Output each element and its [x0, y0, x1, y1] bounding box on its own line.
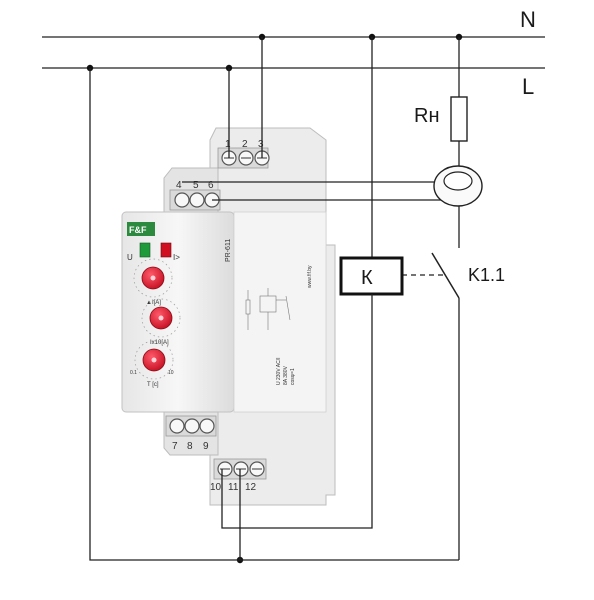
terminal-9: 9	[203, 441, 209, 452]
terminal-8: 8	[187, 441, 193, 452]
terminal-4: 4	[176, 180, 182, 191]
wire-l-return	[89, 68, 459, 561]
knob-scale-max: 10	[168, 370, 174, 376]
knob-current-label: ▲I[A]	[146, 300, 161, 306]
terminal-11: 11	[228, 482, 239, 493]
led-i-label: I>	[173, 253, 180, 262]
model-label: PR-611	[225, 239, 232, 262]
contact-label: K1.1	[468, 265, 505, 285]
led-i	[160, 242, 172, 258]
knob-time-label: T [c]	[147, 382, 159, 388]
knob-current-x10[interactable]	[141, 298, 181, 338]
knob-current-x10-label: Ix10[A]	[150, 340, 169, 346]
coil-label: К	[361, 267, 373, 289]
website-label: www.fif.by	[307, 265, 313, 288]
side-schematic	[245, 288, 291, 330]
rating-line-2: 8A 380V	[283, 365, 289, 385]
knob-time[interactable]	[134, 340, 174, 380]
terminal-1: 1	[225, 139, 231, 150]
knob-current[interactable]	[133, 258, 173, 298]
wire-coil-to-terminal-10	[221, 294, 373, 529]
rating-line-1: U 230V AC/I	[276, 357, 282, 385]
terminal-block-7-9: 7 8 9	[165, 415, 217, 452]
load-label: Rн	[414, 105, 440, 127]
contact-k1-1	[431, 252, 460, 299]
current-transformer	[433, 165, 483, 207]
terminal-7: 7	[172, 441, 178, 452]
terminal-3: 3	[258, 139, 264, 150]
brand-logo: F&F	[129, 225, 147, 235]
led-u	[139, 242, 151, 258]
front-panel: F&F U I> ▲I[A] Ix10[A]	[127, 222, 232, 388]
terminal-block-4-6: 4 5 6	[169, 180, 221, 211]
load-resistor	[450, 96, 468, 142]
terminal-5: 5	[193, 180, 199, 191]
relay-device: 1 2 3 4 5 6 7 8 9	[121, 127, 336, 506]
terminal-10: 10	[210, 482, 222, 493]
terminal-12: 12	[245, 482, 257, 493]
neutral-label: N	[520, 7, 536, 32]
rating-line-3: cosφ=1	[290, 368, 296, 385]
line-label: L	[522, 74, 534, 99]
knob-scale-min: 0.1	[130, 370, 137, 376]
terminal-2: 2	[242, 139, 248, 150]
led-u-label: U	[127, 253, 133, 262]
terminal-6: 6	[208, 180, 214, 191]
